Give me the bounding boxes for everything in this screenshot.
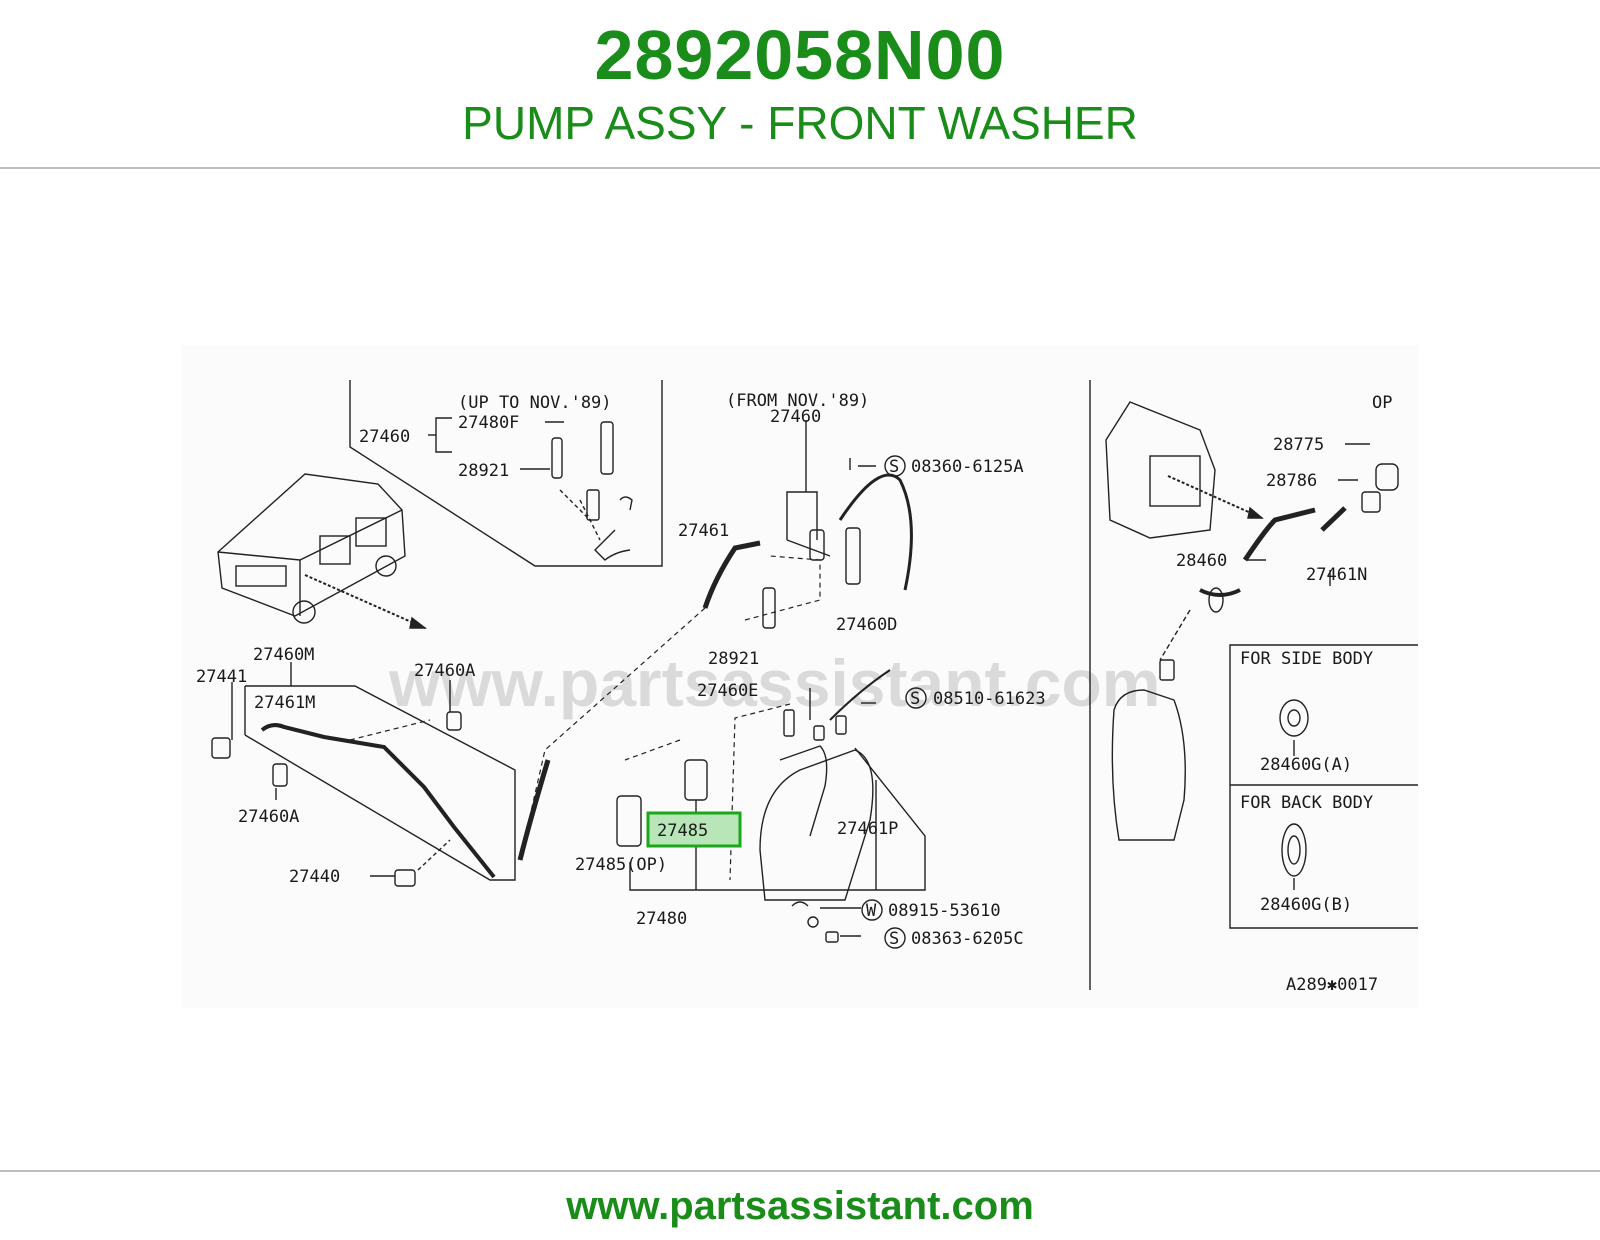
marker-s-2: S — [910, 689, 920, 709]
inset-up-to-nov89 — [349, 380, 663, 567]
label-27460A-bottom: 27460A — [238, 807, 299, 827]
note-for-back-body: FOR BACK BODY — [1240, 793, 1373, 813]
page-header: 2892058N00 PUMP ASSY - FRONT WASHER — [0, 0, 1600, 170]
highlight-27485 — [646, 811, 742, 848]
label-08363-6205C: 08363-6205C — [911, 929, 1024, 949]
label-08915-53610: 08915-53610 — [888, 901, 1001, 921]
label-27485-op: 27485(OP) — [575, 855, 667, 875]
note-up-to-nov89: (UP TO NOV.'89) — [458, 393, 612, 413]
footer-divider — [0, 1170, 1600, 1172]
figure-code: A289✱0017 — [1286, 975, 1378, 995]
label-28775: 28775 — [1273, 435, 1324, 455]
part-number: 2892058N00 — [594, 16, 1006, 94]
marker-w: W — [866, 901, 877, 921]
marker-s-3: S — [889, 929, 899, 949]
label-27460M: 27460M — [253, 645, 314, 665]
label-28921-inset: 28921 — [458, 461, 509, 481]
van-front-illustration — [217, 473, 428, 629]
rear-washer-assembly — [1105, 401, 1418, 929]
label-08510-61623: 08510-61623 — [933, 689, 1046, 709]
label-27460-from: 27460 — [770, 407, 821, 427]
label-28460G-B: 28460G(B) — [1260, 895, 1352, 915]
diagram-background — [182, 345, 1418, 1008]
label-27461: 27461 — [678, 521, 729, 541]
label-27461N: 27461N — [1306, 565, 1367, 585]
hoses — [517, 473, 913, 861]
note-for-side-body: FOR SIDE BODY — [1240, 649, 1373, 669]
note-op: OP — [1372, 393, 1392, 413]
label-27480: 27480 — [636, 909, 687, 929]
label-28921: 28921 — [708, 649, 759, 669]
label-27460E: 27460E — [697, 681, 758, 701]
label-27460-inset: 27460 — [359, 427, 410, 447]
label-27460A-top: 27460A — [414, 661, 475, 681]
label-27485: 27485 — [657, 821, 708, 841]
marker-s-1: S — [889, 457, 899, 477]
nozzle-hose-assembly — [211, 662, 516, 887]
header-divider — [0, 167, 1600, 169]
watermark-text: www.partsassistant.com — [388, 646, 1160, 720]
label-27441: 27441 — [196, 667, 247, 687]
pump-center-assembly — [616, 420, 926, 943]
footer-url[interactable]: www.partsassistant.com — [566, 1184, 1034, 1228]
label-28460: 28460 — [1176, 551, 1227, 571]
label-28786: 28786 — [1266, 471, 1317, 491]
label-27461M: 27461M — [254, 693, 315, 713]
label-28460G-A: 28460G(A) — [1260, 755, 1352, 775]
label-27461P: 27461P — [837, 819, 898, 839]
circle-markers — [861, 455, 927, 949]
note-from-nov89: (FROM NOV.'89) — [726, 391, 869, 411]
label-08360-6125A: 08360-6125A — [911, 457, 1024, 477]
label-27480F: 27480F — [458, 413, 519, 433]
label-27440: 27440 — [289, 867, 340, 887]
label-27460D: 27460D — [836, 615, 897, 635]
part-name: PUMP ASSY - FRONT WASHER — [462, 97, 1138, 149]
